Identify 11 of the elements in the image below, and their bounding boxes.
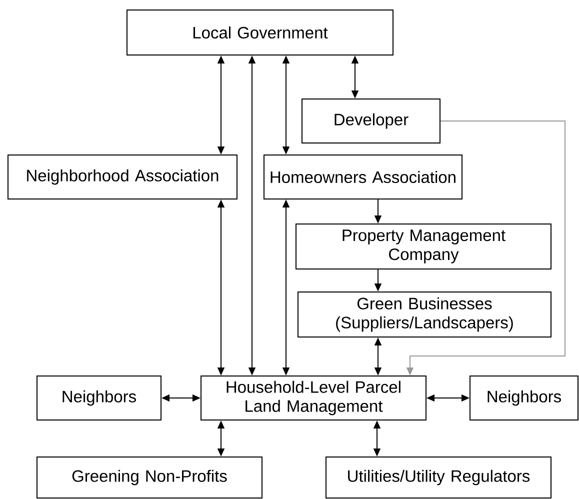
text-box: Local Government [126, 10, 394, 56]
text-box: Neighbors [36, 376, 162, 420]
text-box: Neighborhood Association [8, 154, 238, 200]
text-box: Greening Non-Profits [36, 456, 262, 498]
text-box: Utilities/Utility Regulators [326, 456, 552, 498]
text-box: Green Businesses (Suppliers/Landscapers) [298, 292, 552, 338]
text-box: Neighbors [470, 376, 578, 420]
text-box: Property Management Company [296, 224, 552, 270]
text-box: Household-Level Parcel Land Management [200, 376, 426, 420]
text-box: Developer [302, 98, 440, 144]
text-box: Homeowners Association [264, 154, 462, 200]
